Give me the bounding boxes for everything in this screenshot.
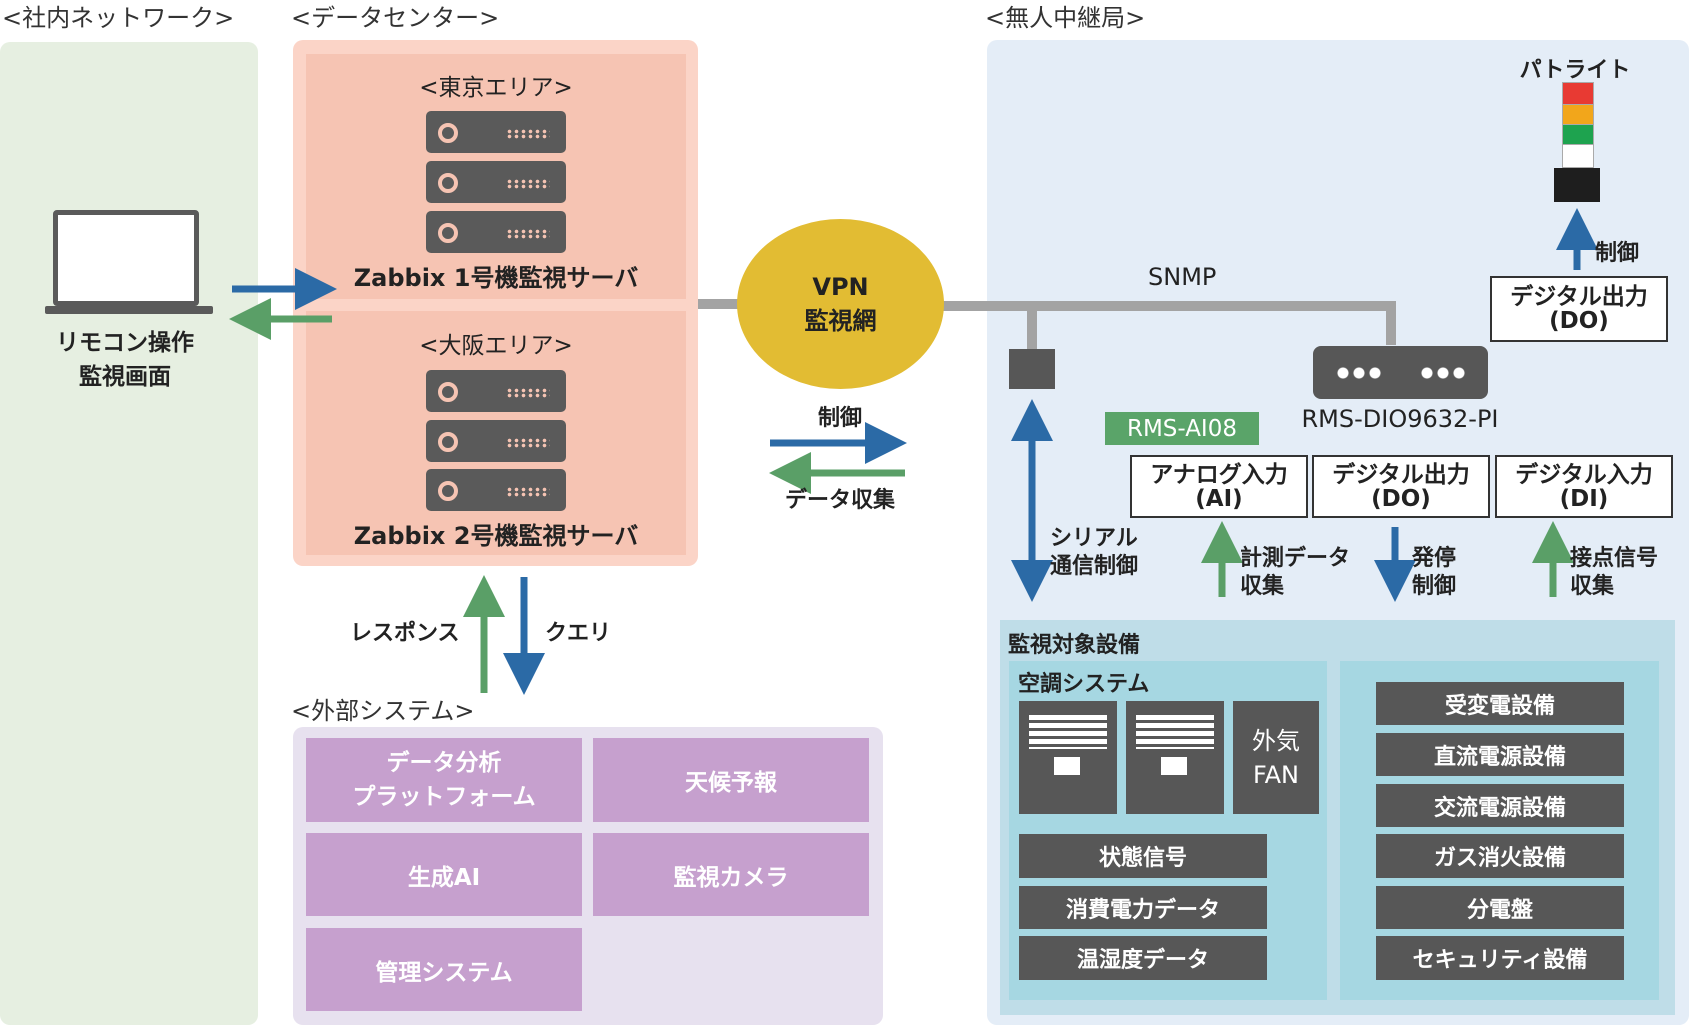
- surveillance-camera-box: 監視カメラ: [593, 833, 869, 916]
- server-icon: [426, 469, 566, 511]
- gas-fire-extinguishing-box: ガス消火設備: [1376, 834, 1624, 878]
- data-collect-label: データ収集: [784, 488, 895, 513]
- patlite-yellow-lamp: [1562, 104, 1594, 126]
- generative-ai-box: 生成AI: [306, 833, 582, 916]
- digital-output-box: デジタル出力 (DO): [1312, 455, 1490, 518]
- station-section-label: <無人中継局>: [985, 4, 1146, 32]
- start-stop-control-label: 発停 制御: [1412, 546, 1457, 599]
- patlite-icon: [1554, 82, 1600, 208]
- control-label: 制御: [817, 406, 862, 431]
- laptop-icon: [45, 210, 213, 315]
- zabbix-server-1-label: Zabbix 1号機監視サーバ: [353, 264, 639, 292]
- management-system-box: 管理システム: [306, 928, 582, 1011]
- server-icon: [426, 161, 566, 203]
- server-icon: [426, 111, 566, 153]
- rms-ai08-badge: RMS-AI08: [1105, 412, 1259, 445]
- rms-dio-device-icon: [1313, 346, 1488, 399]
- air-conditioner-unit-1: [1019, 701, 1117, 814]
- analog-input-box: アナログ入力 (AI): [1130, 455, 1308, 518]
- server-icon: [426, 211, 566, 253]
- osaka-area-label: <大阪エリア>: [419, 333, 573, 359]
- weather-forecast-box: 天候予報: [593, 738, 869, 822]
- patlite-base: [1554, 168, 1600, 202]
- outside-air-fan-box: 外気 FAN: [1233, 701, 1319, 814]
- digital-input-box: デジタル入力 (DI): [1495, 455, 1673, 518]
- temperature-humidity-box: 温湿度データ: [1019, 936, 1267, 980]
- measure-collect-label: 計測データ 収集: [1240, 546, 1351, 599]
- status-signal-box: 状態信号: [1019, 834, 1267, 878]
- dc-power-equipment-box: 直流電源設備: [1376, 733, 1624, 776]
- serial-control-label: シリアル 通信制御: [1050, 526, 1139, 579]
- security-equipment-box: セキュリティ設備: [1376, 936, 1624, 980]
- monitored-equipment-title: 監視対象設備: [1008, 633, 1141, 658]
- server-icon: [426, 420, 566, 462]
- patlite-green-lamp: [1562, 124, 1594, 146]
- datacenter-section-label: <データセンター>: [291, 4, 500, 32]
- patlite-white-lamp: [1562, 144, 1594, 168]
- zabbix-server-2-label: Zabbix 2号機監視サーバ: [353, 522, 639, 550]
- response-label: レスポンス: [350, 621, 460, 646]
- power-consumption-box: 消費電力データ: [1019, 886, 1267, 929]
- query-label: クエリ: [545, 621, 612, 646]
- data-analysis-platform-box: データ分析 プラットフォーム: [306, 738, 582, 822]
- substation-equipment-box: 受変電設備: [1376, 682, 1624, 725]
- patlite-label: パトライト: [1519, 58, 1631, 83]
- remote-monitor-screen-label: リモコン操作 監視画面: [56, 330, 194, 390]
- ac-power-equipment-box: 交流電源設備: [1376, 784, 1624, 827]
- contact-collect-label: 接点信号 収集: [1570, 546, 1659, 599]
- distribution-board-box: 分電盤: [1376, 886, 1624, 929]
- aircon-title: 空調システム: [1018, 672, 1150, 697]
- patlite-control-label: 制御: [1595, 241, 1640, 266]
- snmp-label: SNMP: [1148, 263, 1217, 291]
- serial-converter-icon: [1009, 349, 1055, 389]
- intranet-section-label: <社内ネットワーク>: [2, 4, 235, 32]
- rms-dio-device-label: RMS-DIO9632-PI: [1301, 405, 1499, 433]
- patlite-red-lamp: [1562, 82, 1594, 106]
- intranet-panel: [0, 42, 258, 1025]
- patlite-digital-output-box: デジタル出力 (DO): [1490, 276, 1668, 342]
- air-conditioner-unit-2: [1126, 701, 1224, 814]
- vpn-network: VPN 監視網: [737, 219, 944, 389]
- tokyo-area-label: <東京エリア>: [419, 75, 573, 101]
- server-icon: [426, 370, 566, 412]
- external-section-label: <外部システム>: [291, 697, 475, 725]
